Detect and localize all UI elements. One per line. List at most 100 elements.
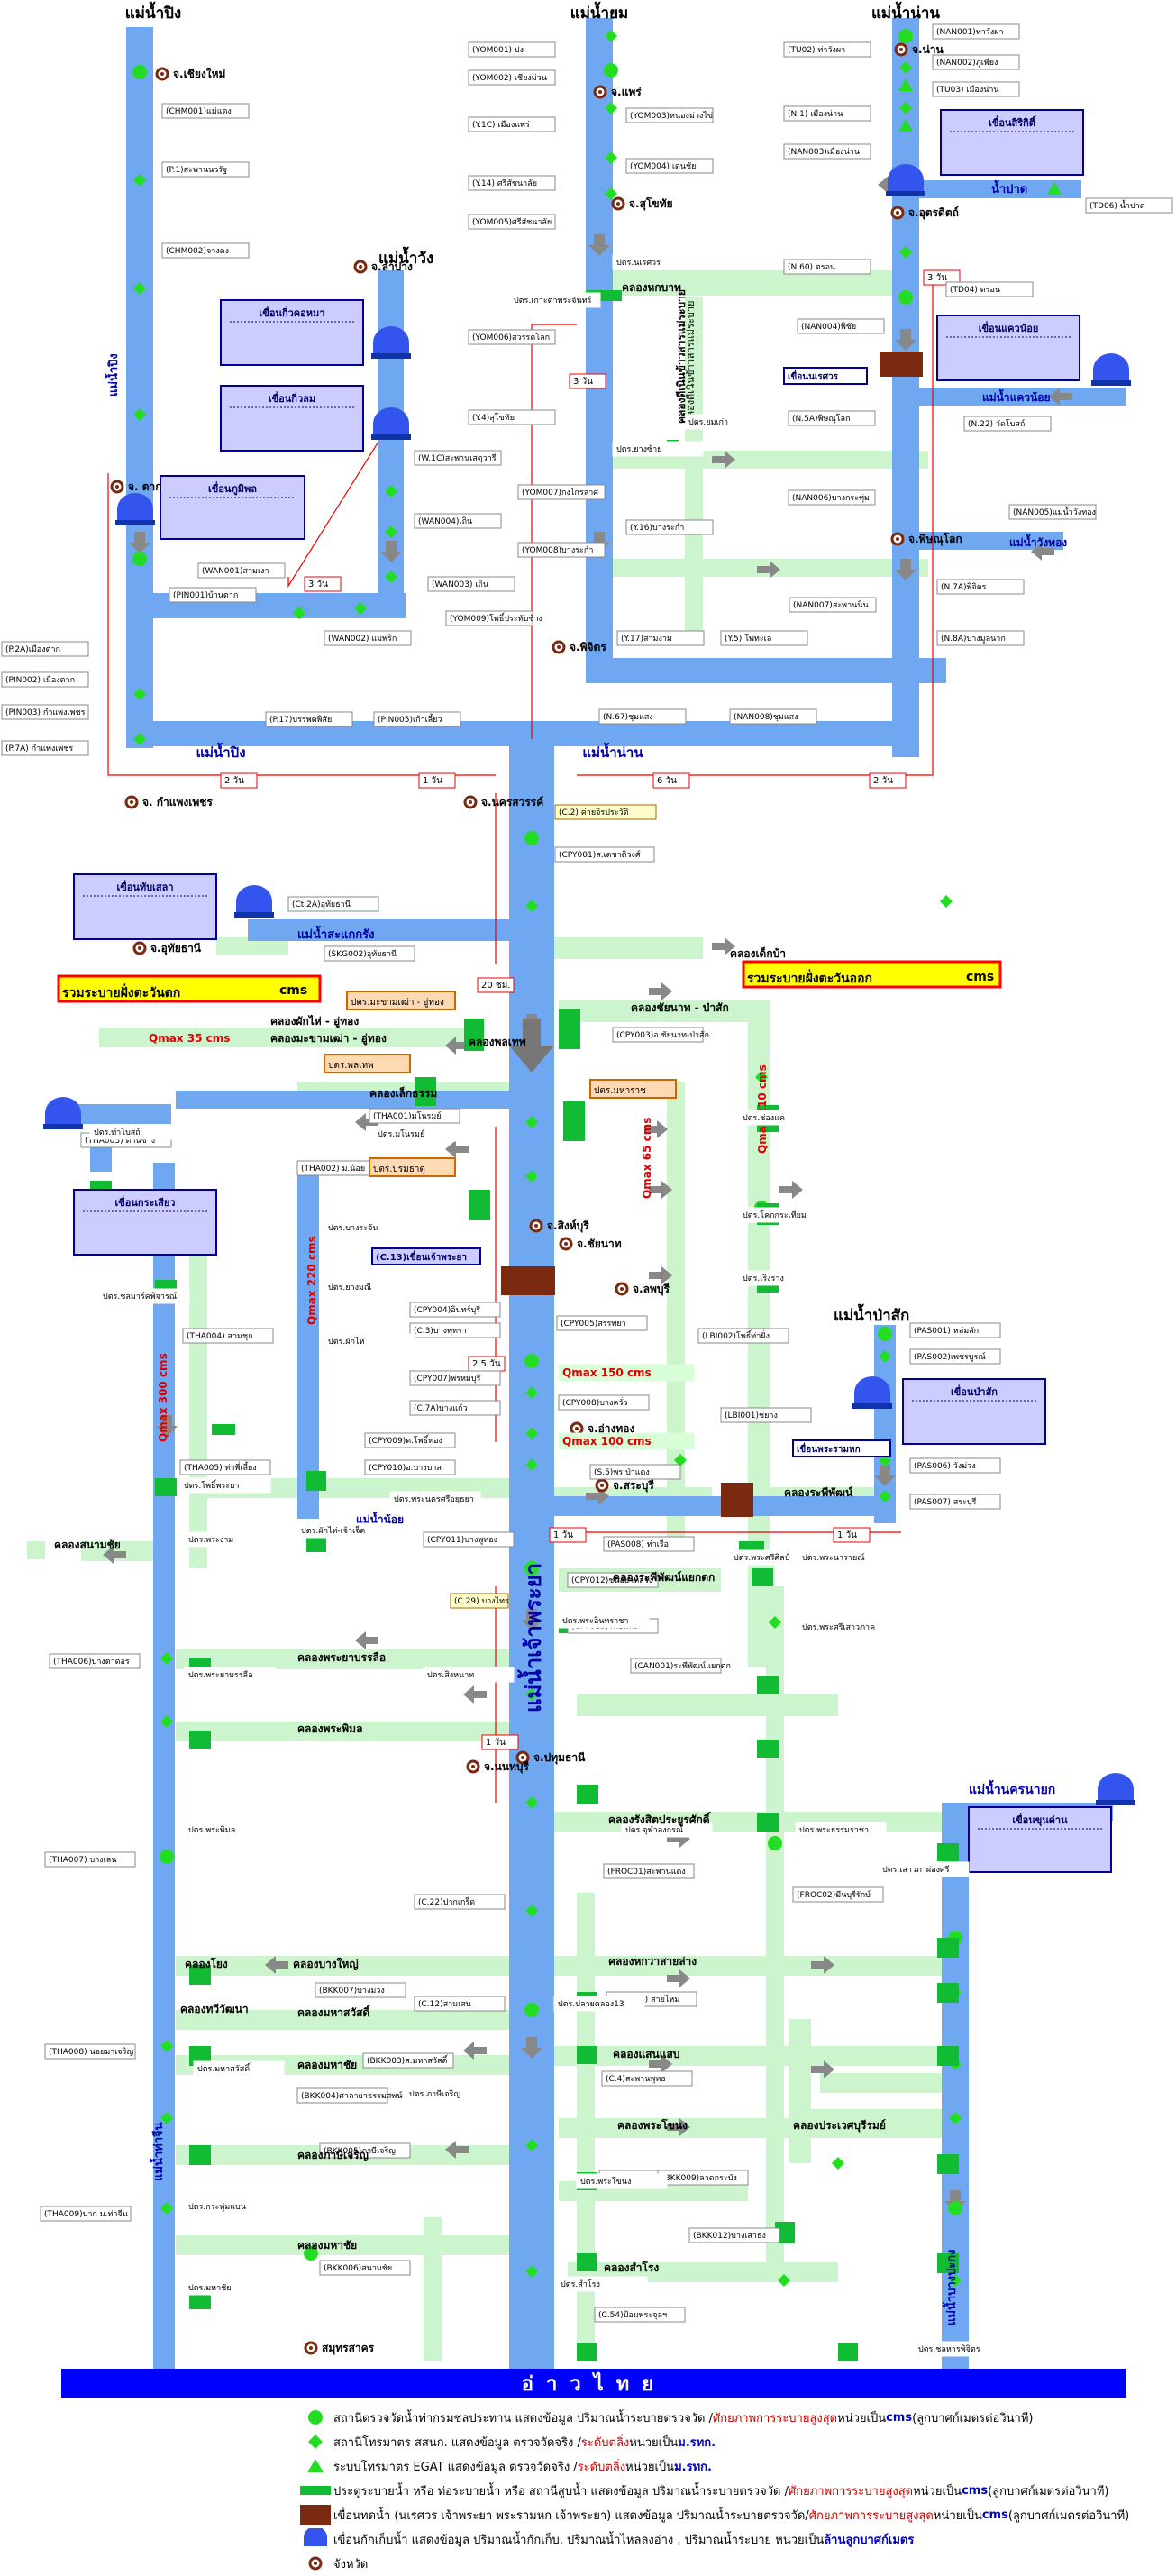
province-marker-12: [529, 1219, 543, 1233]
cp-station-12-box: [409, 1400, 501, 1416]
nan-river-title: แม่น้ำน่าน: [871, 1, 940, 23]
stations-nan-16: (N.8A)บางมูลนาก: [936, 630, 1025, 646]
stations-yom-2-box: [468, 116, 556, 132]
cp-station-36-box: [315, 1982, 406, 1998]
cp-station-42-box: [603, 1863, 695, 1879]
gate-marker-4: [559, 1009, 580, 1049]
khwae-noi-dam-box: เขื่อนแควน้อย: [936, 315, 1080, 381]
province-dot: [600, 1484, 604, 1487]
cp-station-49-box: [594, 2307, 686, 2323]
travel-time-2: 3 วัน: [569, 373, 606, 389]
cp-station-23-box: [720, 1407, 812, 1423]
stations-yom-1-text: (YOM002) เชียงม่วน: [472, 73, 547, 83]
province-marker-10: [463, 795, 478, 809]
province-marker-15: [595, 1478, 609, 1493]
cp-station-19: (CPY003)อ.ชัยนาท-ป่าสัก: [612, 1027, 709, 1043]
province-label-12: จ.สิงห์บุรี: [547, 1219, 589, 1233]
travel-time-2-text: 3 วัน: [573, 377, 593, 387]
travel-time-3: 3 วัน: [923, 269, 961, 286]
stations-nan-5-text: (NAN003)เมืองน่าน: [788, 147, 860, 157]
flow-arrow-icon: [811, 1956, 834, 1974]
cp-station-0: (C.2) ค่ายจิรประวัติ: [554, 804, 657, 820]
legend-text-1: สถานีโทรมาตร สสนก. แสดงข้อมูล ตรวจวัดจริ…: [333, 2435, 581, 2450]
telemetry-marker-23: [525, 1170, 538, 1183]
cp-station-1-box: [554, 846, 655, 863]
rama6-dam-label: เขื่อนพระรามหก: [792, 1439, 891, 1457]
chao-phraya-dam-label: (C.13)เขื่อนเจ้าพระยา: [371, 1247, 481, 1265]
cp-station-40-box: [319, 2142, 411, 2159]
regulator-36-text: ปตร.สำโรง: [561, 2279, 600, 2289]
canal-6: [541, 937, 703, 959]
cp-station-16: (C.29) บางไทร: [450, 1593, 509, 1609]
stations-left-4-text: (WAN002) แม่พริก: [328, 634, 397, 644]
cp-station-33-box: [44, 2043, 136, 2060]
stations-left-6-text: (P.2A)เมืองตาก: [5, 644, 60, 654]
province-label-17: จ.นนทบุรี: [484, 1760, 530, 1774]
khun-dan-dam-icon: [1096, 1773, 1135, 1805]
thap-salao-dam-icon: [234, 885, 274, 918]
legend-tail-3: หน่วยเป็น: [913, 2484, 962, 2498]
stations-nan-6-box: [1085, 197, 1173, 214]
flow-arrow-icon: [649, 982, 672, 1000]
regulator-25: ปตร.พระยาบรรลือ: [184, 1667, 276, 1683]
station-marker-60: [768, 1836, 782, 1850]
tha-chin-title: แม่น้ำท่าจีน: [149, 2122, 166, 2181]
gate-marker-40: [212, 1424, 235, 1435]
travel-time-10: 1 วัน: [833, 1527, 871, 1543]
east-header-text: รวมระบายฝั่งตะวันออก: [747, 969, 872, 986]
stations-yom-0-box: [468, 41, 556, 58]
cp-station-20: (CPY005)สรรพยา: [556, 1315, 648, 1331]
regulator-11-text: ปตร.โคกกระเทียม: [743, 1210, 807, 1220]
station-marker-16: [898, 290, 913, 305]
regulator-14-box: [324, 1279, 415, 1295]
dam-base: [234, 912, 274, 918]
telemetry-marker-13: [899, 61, 912, 74]
cp-station-38-text: (BKK003)ส.มหาสวัสดิ์: [367, 2054, 449, 2066]
stations-yom-16: (Y.17)สามง่าม: [616, 630, 705, 646]
canal-24: [550, 2046, 946, 2066]
telemetry-marker-5: [133, 688, 146, 700]
cp-station-2-box: [287, 896, 379, 912]
chao-phraya-title: แม่น้ำเจ้าพระยา: [516, 1563, 546, 1713]
tha-chin-river: [153, 1163, 175, 2380]
cp-station-25-box: [603, 1536, 695, 1552]
rama6-dam-label-box: [792, 1439, 891, 1457]
stations-nan-2-box: [783, 41, 871, 58]
regulator-5-text: ปตร.มะขามเฒ่า - อู่ทอง: [351, 998, 444, 1008]
stations-left-4: (WAN002) แม่พริก: [324, 630, 412, 646]
regulator-5: ปตร.มะขามเฒ่า - อู่ทอง: [346, 991, 456, 1010]
regulator-6-text: ปตร.พลเทพ: [328, 1061, 374, 1071]
travel-line-yom: [531, 324, 577, 739]
telemetry-marker-53: [160, 2040, 173, 2052]
province-dot: [359, 265, 362, 269]
stations-nan-1-box: [932, 54, 1020, 70]
province-marker-11: [132, 941, 147, 955]
stations-yom-3: (YOM003)หนองม่วงไข่: [625, 107, 714, 123]
legend-text-6: จังหวัด: [333, 2557, 369, 2571]
stations-yom-19-text: (NAN008)ชุมแสง: [734, 713, 798, 722]
pat-title: น้ำปาด: [991, 179, 1027, 196]
travel-time-3-text: 3 วัน: [927, 273, 947, 283]
province-dot: [564, 1242, 568, 1246]
cp-station-25: (PAS008) ท่าเรือ: [603, 1536, 695, 1552]
station-marker-8: [604, 63, 618, 78]
flow-arrow-icon: [649, 1181, 672, 1199]
gate-marker-28: [189, 1731, 211, 1749]
stations-left-11-box: [373, 711, 461, 727]
rama6-dam-label-text: เขื่อนพระรามหก: [797, 1442, 861, 1455]
cp-station-13-text: (CPY009)ต.โพธิ์ทอง: [369, 1434, 442, 1446]
stations-nan-12-text: (NAN006)บางกระทุ่ม: [792, 494, 870, 503]
nan-lower-river: [550, 721, 919, 746]
regulator-13-text: ปตร.บางระจัน: [328, 1224, 378, 1233]
cp-station-49: (C.54)ป้อมพระจุลฯ: [594, 2307, 686, 2323]
cp-station-39: (BKK004)ศาลายาธรรมสพน์: [296, 2087, 403, 2104]
stations-left-1: (P.1)สะพานนวรัฐ: [161, 161, 250, 178]
regulator-18: ปตร.ผักไห่-เจ้าเจ็ด: [296, 1522, 388, 1539]
telemetry-marker-6: [133, 733, 146, 745]
cp-station-43-box: [792, 1886, 884, 1903]
cp-station-11-text: (CPY007)พรหมบุรี: [414, 1374, 481, 1384]
regulator-37-text: ปตร.ชลหารพิจิตร: [918, 2344, 980, 2354]
sirikit-dam-box-box: [940, 109, 1084, 176]
regulator-16: ปตร.ชลมาร์คพิจารณ์: [98, 1288, 190, 1304]
